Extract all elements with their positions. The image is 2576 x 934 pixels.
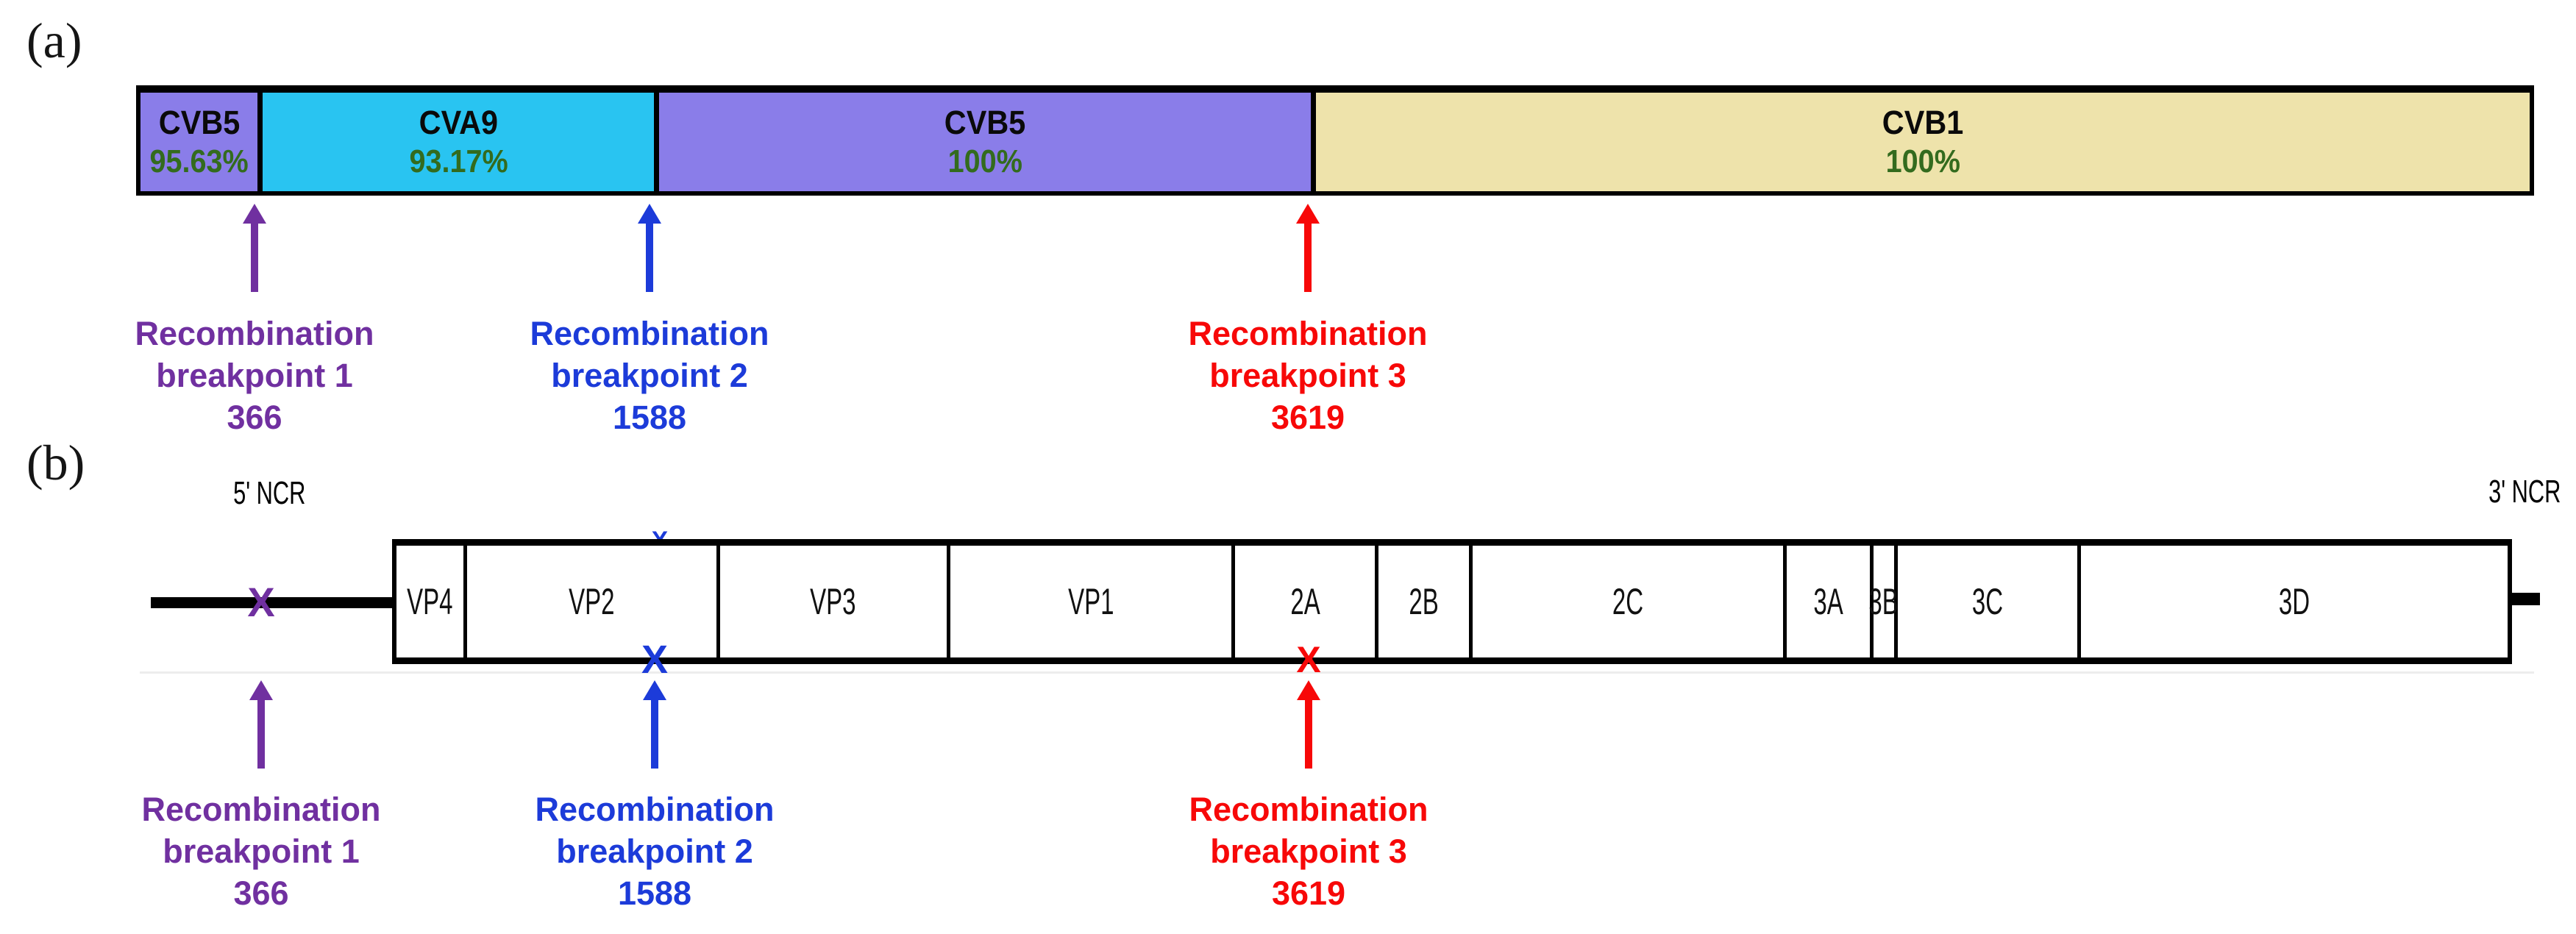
segment-identity-percent: 95.63% — [149, 143, 249, 179]
arrow-up-icon — [1296, 204, 1320, 224]
arrow-up-icon — [638, 204, 661, 224]
genome-region-2c: 2C — [1468, 546, 1784, 657]
panel-a-breakpoint-3-arrow — [1295, 204, 1320, 292]
breakpoint-label-line: Recombination — [1189, 791, 1428, 828]
arrow-shaft — [651, 700, 658, 769]
arrow-shaft — [251, 224, 258, 292]
panel-b-breakpoint-1-arrow — [249, 680, 274, 769]
arrow-shaft — [1304, 224, 1312, 292]
three-prime-ncr-label: 3' NCR — [2444, 474, 2576, 510]
region-label: VP3 — [810, 581, 856, 622]
segment-identity-percent: 100% — [947, 143, 1022, 179]
panel-a-breakpoint-3-label: Recombination breakpoint 3 3619 — [1188, 313, 1427, 438]
breakpoint-label-line: 1588 — [617, 874, 692, 912]
region-label: VP4 — [407, 581, 453, 622]
segment-virus-name: CVA9 — [419, 104, 498, 141]
genome-region-3a: 3A — [1783, 546, 1870, 657]
faint-divider-line — [140, 671, 2534, 674]
three-prime-ncr-line — [2508, 593, 2540, 605]
panel-b-breakpoint-3-arrow — [1296, 680, 1321, 769]
five-prime-ncr-text: 5' NCR — [232, 475, 306, 511]
panel-a-breakpoint-2-label: Recombination breakpoint 2 1588 — [530, 313, 769, 438]
genome-region-vp4: VP4 — [396, 546, 463, 657]
region-label: 2C — [1612, 581, 1643, 622]
three-prime-ncr-text: 3' NCR — [2488, 474, 2561, 510]
panel-b-breakpoint-1-label: Recombination breakpoint 1 366 — [141, 788, 380, 914]
arrow-shaft — [646, 224, 653, 292]
genome-region-3c: 3C — [1894, 546, 2077, 657]
segment-virus-name: CVB5 — [158, 104, 240, 141]
breakpoint-label-line: 366 — [233, 874, 289, 912]
panel-a-label: (a) — [26, 13, 82, 68]
genome-region-2a: 2A — [1231, 546, 1376, 657]
segment-virus-name: CVB1 — [1882, 104, 1964, 141]
region-label: 3D — [2278, 581, 2310, 622]
arrow-up-icon — [243, 204, 266, 224]
five-prime-ncr-line — [151, 597, 392, 608]
genome-region-vp2: VP2 — [463, 546, 716, 657]
breakpoint-label-line: 366 — [227, 399, 282, 436]
breakpoint-label-line: breakpoint 3 — [1209, 357, 1406, 394]
breakpoint-label-line: 3619 — [1270, 399, 1345, 436]
panel-b-breakpoint-1-x-marker: X — [247, 579, 275, 625]
breakpoint-label-line: breakpoint 2 — [556, 833, 753, 870]
segment-identity-percent: 100% — [1885, 143, 1960, 179]
region-label: 3B — [1868, 581, 1899, 622]
region-label: 3A — [1813, 581, 1843, 622]
region-label: 3C — [1971, 581, 2004, 622]
panel-b-breakpoint-2-label: Recombination breakpoint 2 1588 — [535, 788, 774, 914]
panel-a-breakpoint-2-arrow — [637, 204, 662, 292]
panel-a-breakpoint-1-arrow — [242, 204, 267, 292]
segment-virus-name: CVB5 — [944, 104, 1026, 141]
genome-region-vp3: VP3 — [716, 546, 947, 657]
panel-b-breakpoint-2-arrow — [642, 680, 667, 769]
breakpoint-label-line: 3619 — [1271, 874, 1346, 912]
region-label: 2A — [1290, 581, 1320, 622]
segment-identity-percent: 93.17% — [408, 143, 508, 179]
breakpoint-label-line: Recombination — [141, 791, 381, 828]
panel-b-breakpoint-3-x-marker: X — [1296, 639, 1321, 680]
panel-b-label: (b) — [26, 435, 85, 491]
breakpoint-label-line: breakpoint 2 — [551, 357, 748, 394]
arrow-up-icon — [249, 680, 273, 700]
panel-b-breakpoint-3-label: Recombination breakpoint 3 3619 — [1189, 788, 1428, 914]
breakpoint-label-line: breakpoint 1 — [156, 357, 353, 394]
arrow-up-icon — [1297, 680, 1320, 700]
region-label: 2B — [1409, 581, 1439, 622]
breakpoint-label-line: Recombination — [1188, 315, 1428, 352]
breakpoint-label-line: 1588 — [612, 399, 687, 436]
breakpoint-label-line: breakpoint 3 — [1210, 833, 1407, 870]
region-label: VP1 — [1067, 581, 1114, 622]
genome-region-2b: 2B — [1375, 546, 1469, 657]
genome-region-vp1: VP1 — [946, 546, 1232, 657]
breakpoint-label-line: Recombination — [535, 791, 775, 828]
region-label: VP2 — [569, 581, 615, 622]
arrow-shaft — [257, 700, 265, 769]
genome-map: VP4 VP2 VP3 VP1 2A 2B 2C 3A 3B 3C 3D — [392, 539, 2512, 664]
five-prime-ncr-label: 5' NCR — [188, 475, 350, 512]
breakpoint-label-line: breakpoint 1 — [163, 833, 360, 870]
panel-a-breakpoint-1-label: Recombination breakpoint 1 366 — [135, 313, 374, 438]
genome-region-3b: 3B — [1869, 546, 1899, 657]
panel-b-breakpoint-2-x-marker: X — [641, 638, 669, 682]
arrow-shaft — [1305, 700, 1312, 769]
arrow-up-icon — [643, 680, 666, 700]
breakpoint-label-line: Recombination — [530, 315, 769, 352]
breakpoint-label-line: Recombination — [135, 315, 374, 352]
genome-region-3d: 3D — [2077, 546, 2508, 657]
